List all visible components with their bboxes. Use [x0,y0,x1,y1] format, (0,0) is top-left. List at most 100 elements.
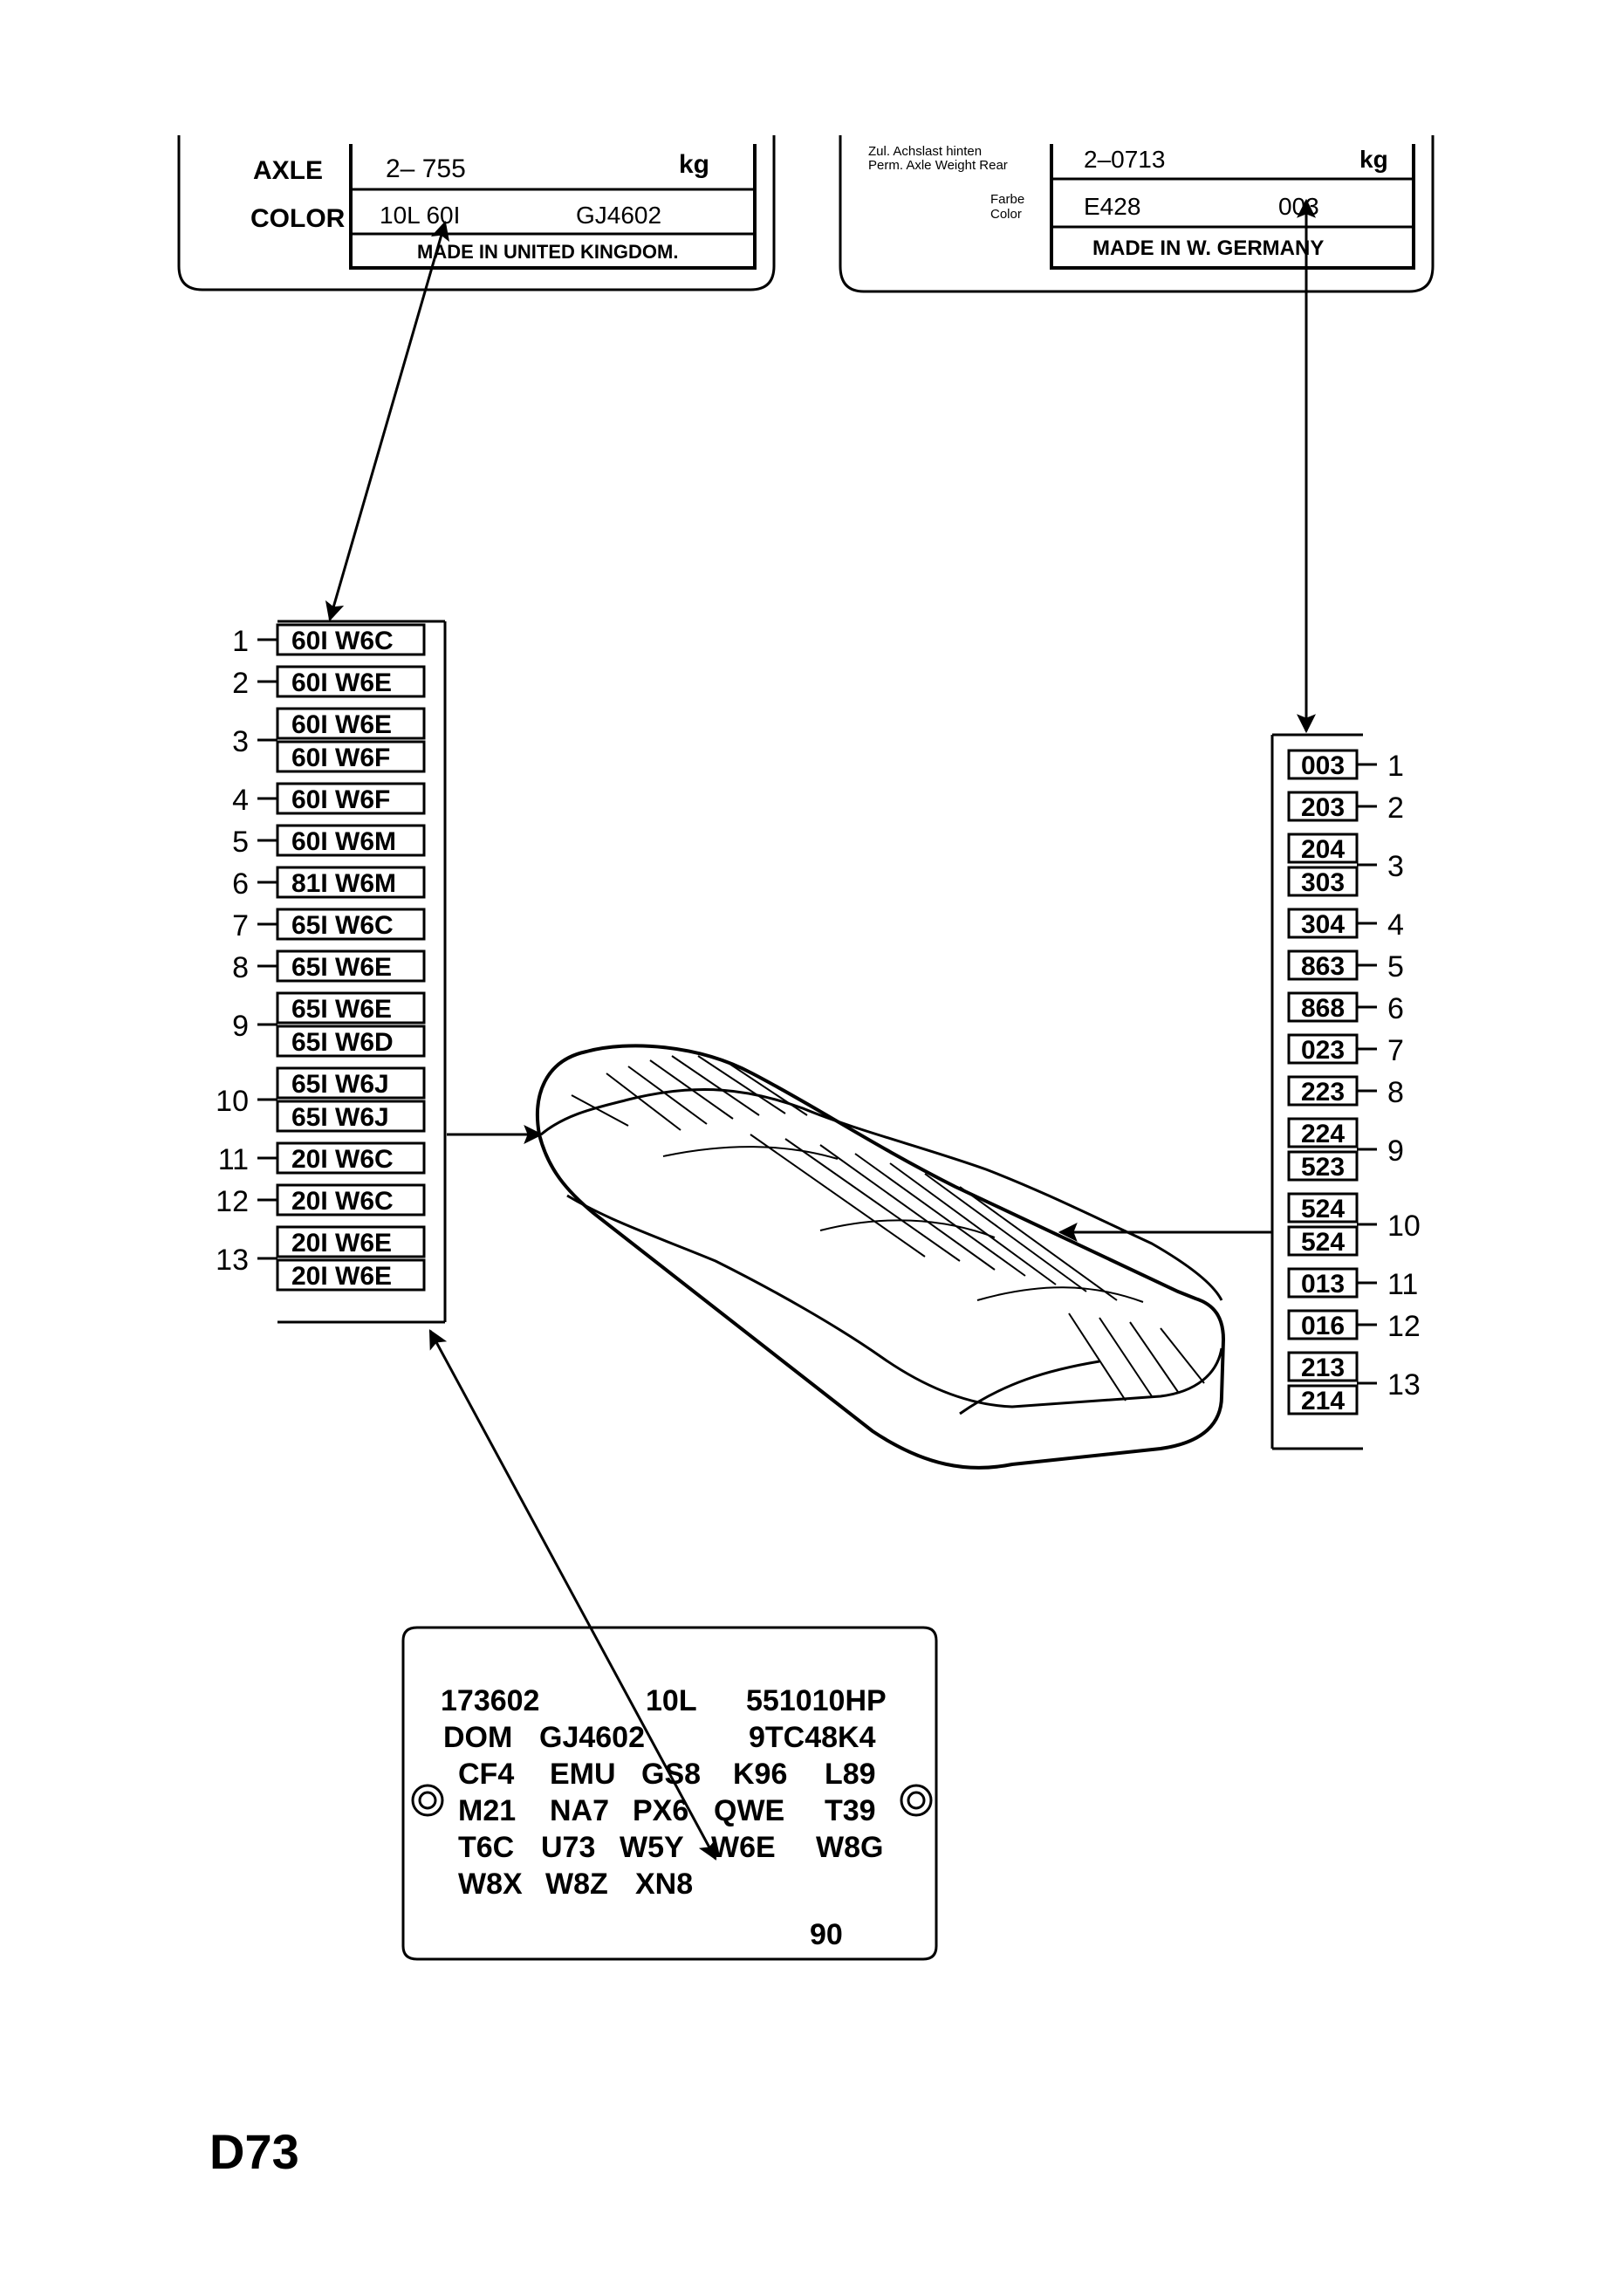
axle-label-german: Zul. Achslast hinten [868,144,982,159]
color-code: 214 [1301,1387,1345,1415]
callout-number: 6 [1387,992,1404,1025]
trim-code: 60I W6E [291,710,392,739]
callout-number: 4 [232,784,249,817]
plate-code: EMU [550,1758,616,1791]
color-code: 223 [1301,1078,1345,1107]
axle-weight-unit: kg [679,150,709,179]
plate-code: PX6 [633,1794,688,1827]
callout-number: 3 [232,725,249,758]
code-box [276,1066,426,1100]
color-code: 204 [1301,835,1345,864]
axle-weight-value: 2–0713 [1084,146,1165,173]
plate-code: M21 [458,1794,516,1827]
trim-code: 65I W6D [291,1028,394,1057]
callout-number: 3 [1387,850,1404,883]
color-code: 023 [1301,1036,1345,1065]
trim-code: 20I W6C [291,1145,394,1174]
callout-number: 5 [1387,950,1404,984]
right-code-item: 023 7 [1287,1033,1404,1067]
callout-number: 10 [1387,1210,1421,1243]
callout-number: 2 [232,667,249,700]
trim-code: 60I W6F [291,744,390,772]
callout-number: 7 [1387,1034,1404,1067]
code-box [1287,1117,1359,1148]
right-code-item: 213 214 13 [1287,1351,1421,1415]
code-box [1287,833,1359,864]
color-reference: 003 [1278,193,1319,220]
color-code: 013 [1301,1270,1345,1299]
trim-code: 81I W6M [291,869,396,898]
callout-number: 8 [1387,1076,1404,1109]
trim-code: 20I W6E [291,1262,392,1291]
callout-number: 2 [1387,792,1404,825]
color-code: 016 [1301,1312,1345,1340]
callout-number: 6 [232,867,249,901]
code-box [1287,1225,1359,1257]
rivet-right-icon [900,1784,933,1817]
uk-vehicle-label: AXLE 2– 755 kg COLOR 10L 60I GJ4602 MADE… [177,135,776,291]
axle-weight-unit: kg [1359,146,1388,173]
axle-label: AXLE [253,156,323,185]
callout-number: 8 [232,951,249,984]
color-label-german: Farbe [990,192,1024,207]
callout-number: 12 [1387,1310,1421,1343]
color-reference: GJ4602 [576,202,661,229]
plate-code: W5Y [620,1831,684,1864]
trim-code: 60I W6M [291,827,396,856]
plate-code: W8X [458,1868,523,1901]
plate-code: QWE [714,1794,784,1827]
trim-code: 65I W6E [291,995,392,1024]
color-code: 10L 60I [380,202,460,229]
color-code: 304 [1301,910,1345,939]
trim-code: 60I W6E [291,668,392,697]
color-code: 224 [1301,1120,1345,1148]
callout-number: 4 [1387,908,1404,942]
callout-number: 9 [1387,1134,1404,1168]
code-box [276,991,426,1025]
trim-code: 65I W6J [291,1070,389,1099]
color-code: 868 [1301,994,1345,1023]
rivet-left-icon [411,1784,444,1817]
callout-number: 13 [1387,1368,1421,1402]
made-in-text: MADE IN W. GERMANY [1092,236,1324,260]
de-vehicle-label: Zul. Achslast hinten Perm. Axle Weight R… [839,135,1435,293]
color-code: 524 [1301,1195,1345,1223]
trim-code: 20I W6E [291,1229,392,1258]
code-box [1287,1192,1359,1223]
color-code: 213 [1301,1354,1345,1382]
plate-code: 9TC48K4 [749,1721,876,1754]
plate-code: T39 [825,1794,876,1827]
code-box [1287,1384,1359,1415]
color-code: 203 [1301,793,1345,822]
code-box [1287,1351,1359,1382]
trim-code: 20I W6C [291,1187,394,1216]
code-box [276,1258,426,1292]
trim-code: 60I W6F [291,785,390,814]
page-code: D73 [209,2124,299,2179]
trim-code: 65I W6C [291,911,394,940]
color-code: 303 [1301,868,1345,897]
plate-code: DOM [443,1721,512,1754]
callout-number: 1 [232,625,249,658]
plate-footer-code: 90 [810,1918,843,1951]
code-box [1287,866,1359,897]
color-code: E428 [1084,193,1140,220]
plate-code: W8Z [545,1868,608,1901]
code-box [276,707,426,740]
